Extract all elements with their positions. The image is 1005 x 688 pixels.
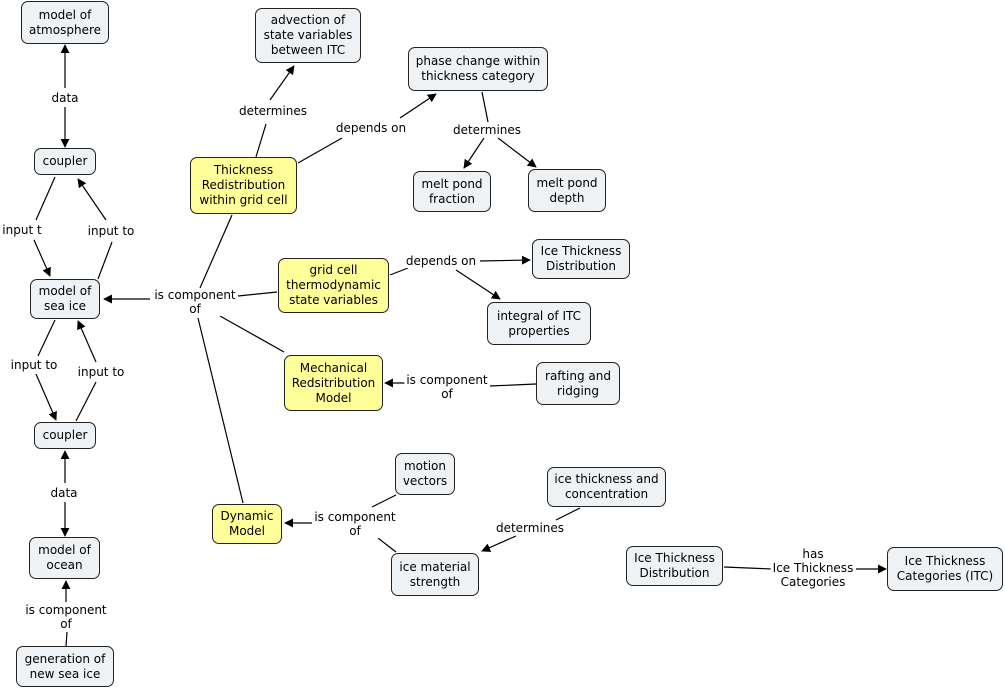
label-data-top: data (49, 91, 81, 105)
node-motion-vectors[interactable]: motion vectors (395, 453, 455, 495)
link-newice-iscomp (65, 631, 68, 647)
node-advection[interactable]: advection of state variables between ITC (255, 8, 361, 63)
node-dynamic-model[interactable]: Dynamic Model (212, 504, 282, 544)
label-is-component-of-dynamic: is component of (312, 510, 398, 538)
link-thickness-iscomp (199, 214, 233, 289)
link-coupler-inputto3 (75, 381, 97, 422)
link-determines-depth (497, 137, 537, 168)
node-ice-thickness-distribution-upper[interactable]: Ice Thickness Distribution (532, 239, 630, 279)
link-determines-material (481, 535, 517, 552)
link-conc-determines (555, 507, 581, 521)
link-thickness-dependson (297, 137, 343, 164)
node-rafting-and-ridging[interactable]: rafting and ridging (536, 362, 620, 405)
node-coupler-bottom[interactable]: coupler (34, 422, 96, 449)
link-mech-iscomp (219, 315, 285, 353)
label-is-component-of-mechanical: is component of (404, 373, 490, 401)
link-grid-dependson (389, 267, 409, 276)
node-coupler-top[interactable]: coupler (34, 148, 96, 175)
node-ice-thickness-and-concentration[interactable]: ice thickness and concentration (547, 467, 666, 507)
label-is-component-of-ocean: is component of (23, 603, 109, 631)
label-is-component-of-sea-ice: is component of (152, 288, 238, 316)
node-phase-change[interactable]: phase change within thickness category (408, 47, 548, 91)
label-input-to-lower-left: input to (8, 358, 60, 372)
link-coupler-inputt (35, 176, 56, 221)
node-melt-pond-fraction[interactable]: melt pond fraction (413, 171, 491, 212)
label-determines-material: determines (493, 521, 567, 535)
label-data-bottom: data (48, 486, 80, 500)
label-depends-on-grid: depends on (403, 254, 479, 268)
link-dependson-integral (455, 269, 501, 300)
link-dependson-itd (479, 255, 531, 265)
node-ice-material-strength[interactable]: ice material strength (391, 553, 479, 596)
link-thickness-determines (255, 123, 267, 158)
label-input-to-lower-right: input to (75, 365, 127, 379)
node-model-of-atmosphere[interactable]: model of atmosphere (21, 1, 109, 44)
node-model-of-ocean[interactable]: model of ocean (29, 537, 100, 579)
link-inputto-coupler (77, 178, 107, 221)
link-inputt-seaice (33, 239, 51, 277)
link-seaice-inputto2 (37, 319, 56, 357)
link-determines-fraction (463, 137, 485, 169)
node-ice-thickness-categories[interactable]: Ice Thickness Categories (ITC) (887, 547, 1003, 591)
node-melt-pond-depth[interactable]: melt pond depth (528, 169, 606, 212)
node-grid-cell-state[interactable]: grid cell thermodynamic state variables (278, 258, 389, 313)
link-dyn-iscomp (197, 317, 244, 504)
label-input-to-upper: input to (85, 224, 137, 238)
link-determines-advection (269, 65, 295, 101)
link-phase-determines (481, 91, 489, 123)
link-seaice-inputto (97, 241, 113, 280)
label-depends-on-phase: depends on (333, 121, 409, 135)
link-material-iscomp (377, 537, 397, 553)
node-model-of-sea-ice[interactable]: model of sea ice (30, 279, 100, 319)
link-rafting-iscomp (489, 383, 537, 387)
node-mechanical-redistribution[interactable]: Mechanical Redsitribution Model (284, 355, 383, 411)
label-determines-melt-pond: determines (450, 123, 524, 137)
link-inputto3-seaice (77, 320, 97, 363)
link-inputto2-coupler (35, 373, 57, 421)
node-generation-of-new-sea-ice[interactable]: generation of new sea ice (16, 646, 114, 687)
node-integral-of-itc[interactable]: integral of ITC properties (487, 302, 591, 345)
label-has-itc: has Ice Thickness Categories (770, 547, 856, 589)
link-motion-iscomp (371, 494, 397, 508)
node-thickness-redistribution[interactable]: Thickness Redistribution within grid cel… (190, 157, 297, 214)
label-input-t: input t (0, 223, 44, 237)
link-dependson-phase (399, 93, 437, 119)
label-determines-advection: determines (236, 104, 310, 118)
link-grid-iscomp (237, 291, 278, 297)
link-itd-has (723, 566, 773, 570)
node-ice-thickness-distribution-lower[interactable]: Ice Thickness Distribution (626, 546, 723, 586)
